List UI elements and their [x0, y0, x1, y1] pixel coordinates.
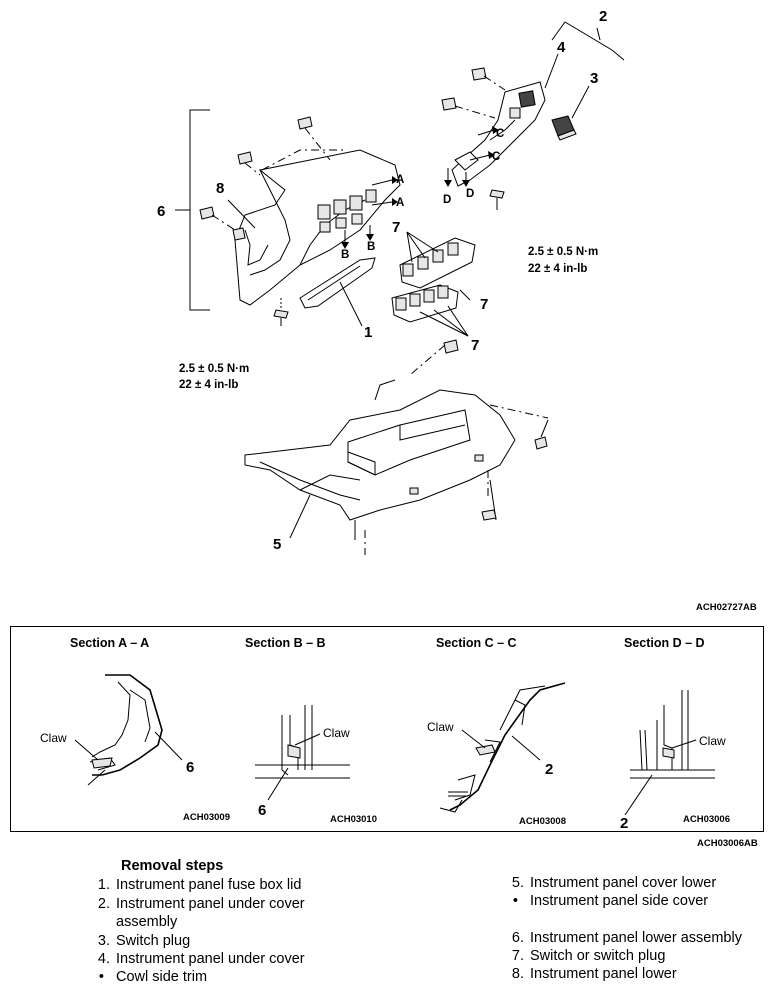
instrument-panel-lower-part [199, 116, 401, 306]
step-text: Instrument panel lower assembly [530, 930, 742, 946]
bracket-group-2 [551, 21, 625, 61]
label-4: 4 [557, 39, 566, 56]
section-d-title: Section D – D [624, 636, 705, 650]
torque-right-inlb: 22 ± 4 in-lb [528, 263, 587, 275]
section-a-code: ACH03009 [183, 812, 230, 823]
switch-cluster-lower [391, 284, 459, 323]
step-number: 5. [511, 875, 524, 891]
torque-left-nm: 2.5 ± 0.5 N·m [179, 363, 249, 375]
step-text: Instrument panel side cover [530, 893, 709, 909]
arrow-letter-a1: A [396, 174, 404, 186]
section-views-box [10, 626, 764, 832]
arrow-letter-b2: B [367, 241, 375, 253]
cover-lower-part [244, 379, 549, 555]
step-number: 4. [97, 951, 110, 967]
clip-icon [409, 339, 459, 376]
section-a-part: 6 [186, 759, 194, 776]
screw-right-icon [489, 189, 505, 210]
label-3: 3 [590, 70, 598, 87]
arrow-letter-b1: B [341, 249, 349, 261]
step-text: assembly [116, 914, 178, 930]
arrow-letter-d2: D [466, 188, 474, 200]
step-number: 3. [97, 933, 110, 949]
fuse-box-lid-part [299, 257, 376, 309]
section-b-title: Section B – B [245, 636, 326, 650]
section-arrows-ab [341, 176, 398, 249]
step-text: Instrument panel cover lower [530, 875, 717, 891]
section-b-code: ACH03010 [330, 814, 377, 825]
section-a-title: Section A – A [70, 636, 149, 650]
label-2: 2 [599, 8, 607, 25]
switch-leader-lines [406, 231, 471, 337]
section-d-part: 2 [620, 815, 628, 832]
step-number: 2. [97, 896, 110, 912]
section-views: Section A – A Section B – B Section C – … [40, 636, 758, 849]
step-number: 8. [511, 966, 524, 982]
label-8: 8 [216, 180, 224, 197]
step-text: Instrument panel under cover [116, 896, 305, 912]
step-number: 7. [511, 948, 524, 964]
step-text: Instrument panel fuse box lid [116, 877, 302, 893]
bracket-group-6 [175, 109, 210, 311]
section-b-part: 6 [258, 802, 266, 819]
cover-lower-screw-icon [481, 419, 549, 521]
label-7a: 7 [392, 219, 400, 236]
under-cover-part [441, 67, 546, 187]
removal-heading: Removal steps [121, 858, 224, 874]
arrow-letter-a2: A [396, 197, 404, 209]
label-5: 5 [273, 536, 281, 553]
label-leaders [227, 53, 590, 539]
section-a-drawing [74, 674, 183, 786]
label-7b: 7 [480, 296, 488, 313]
arrow-letter-c2: C [492, 151, 500, 163]
section-c-part: 2 [545, 761, 553, 778]
section-d-code: ACH03006 [683, 814, 730, 825]
torque-right-nm: 2.5 ± 0.5 N·m [528, 246, 598, 258]
section-c-code: ACH03008 [519, 816, 566, 827]
switch-plug-part [551, 115, 577, 141]
label-6: 6 [157, 203, 165, 220]
section-d-drawing [624, 690, 715, 816]
section-c-drawing [439, 682, 566, 813]
section-c-claw: Claw [427, 720, 454, 734]
step-text: Switch plug [116, 933, 191, 949]
section-c-title: Section C – C [436, 636, 517, 650]
arrow-letter-c1: C [496, 128, 504, 140]
switch-cluster-upper [399, 237, 476, 289]
section-d-claw: Claw [699, 734, 726, 748]
label-7c: 7 [471, 337, 479, 354]
sections-code: ACH03006AB [697, 838, 758, 849]
exploded-diagram: 1 2 3 4 5 6 7 7 7 8 A A B B C C D D 2.5 … [157, 8, 757, 613]
section-arrows-cd [444, 126, 499, 187]
step-text: Instrument panel lower [530, 966, 677, 982]
step-bullet: • [512, 893, 518, 909]
diagram-code: ACH02727AB [696, 602, 757, 613]
section-a-claw: Claw [40, 731, 67, 745]
section-b-drawing [255, 705, 350, 801]
label-1: 1 [364, 324, 372, 341]
arrow-letter-d1: D [443, 194, 451, 206]
step-text: Switch or switch plug [530, 948, 666, 964]
section-b-claw: Claw [323, 726, 350, 740]
step-text: Cowl side trim [116, 969, 208, 985]
screw-left-icon [273, 298, 289, 326]
step-number: 1. [97, 877, 110, 893]
step-bullet: • [98, 969, 104, 985]
step-text: Instrument panel under cover [116, 951, 305, 967]
torque-left-inlb: 22 ± 4 in-lb [179, 379, 238, 391]
step-number: 6. [511, 930, 524, 946]
